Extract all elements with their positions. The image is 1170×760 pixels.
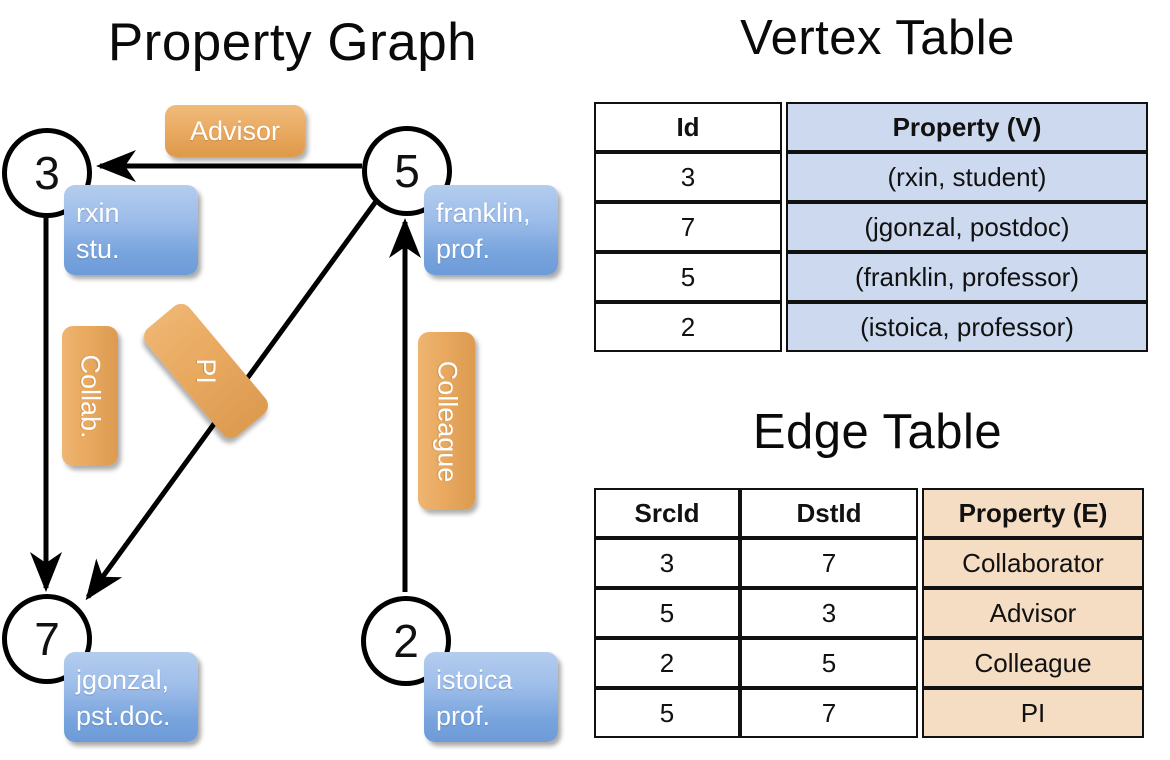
graph-node-2[interactable]: 2 (361, 596, 451, 686)
edge-row-2-dst: 5 (740, 638, 918, 688)
edge-label-advisor-text: Advisor (189, 115, 281, 146)
edge-row-3-src: 5 (594, 688, 740, 738)
edge-label-colleague-text: Colleague (432, 360, 462, 482)
edge-label-colleague: Colleague (418, 332, 475, 510)
vertex-row-2-property: (franklin, professor) (786, 252, 1148, 302)
vertex-row-3-id: 2 (594, 302, 782, 352)
table-row: 3 (rxin, student) (594, 152, 1148, 202)
edge-table-header-row: SrcId DstId Property (E) (594, 488, 1144, 538)
node-property-box-rxin: rxin stu. (64, 185, 198, 275)
edge-table: SrcId DstId Property (E) 3 7 Collaborato… (594, 488, 1144, 738)
edge-row-3-property: PI (922, 688, 1144, 738)
table-row: 7 (jgonzal, postdoc) (594, 202, 1148, 252)
edge-row-0-src: 3 (594, 538, 740, 588)
edge-table-header-property: Property (E) (922, 488, 1144, 538)
node-property-rxin-line2: stu. (76, 234, 120, 264)
table-row: 5 3 Advisor (594, 588, 1144, 638)
node-property-jgonzal-line1: jgonzal, (76, 665, 170, 695)
edge-label-collab: Collab. (62, 326, 118, 466)
edge-table-header-dstid: DstId (740, 488, 918, 538)
edge-row-1-dst: 3 (740, 588, 918, 638)
graph-node-5-label: 5 (394, 145, 420, 197)
graph-node-5[interactable]: 5 (362, 126, 452, 216)
node-property-jgonzal-line2: pst.doc. (76, 701, 171, 731)
table-row: 5 7 PI (594, 688, 1144, 738)
graph-node-2-label: 2 (393, 615, 419, 667)
vertex-row-1-id: 7 (594, 202, 782, 252)
vertex-table-header-row: Id Property (V) (594, 102, 1148, 152)
table-row: 3 7 Collaborator (594, 538, 1144, 588)
edge-table-header-srcid: SrcId (594, 488, 740, 538)
edge-label-advisor: Advisor (165, 105, 305, 157)
node-property-franklin-line1: franklin, (436, 198, 531, 228)
node-property-istoica-line1: istoica (436, 665, 513, 695)
edge-label-collab-text: Collab. (75, 353, 106, 439)
edge-row-2-property: Colleague (922, 638, 1144, 688)
node-property-rxin-line1: rxin (76, 198, 120, 228)
vertex-row-3-property: (istoica, professor) (786, 302, 1148, 352)
node-property-istoica-line2: prof. (436, 701, 491, 731)
edge-row-3-dst: 7 (740, 688, 918, 738)
graph-node-7-label: 7 (34, 613, 60, 665)
edge-label-pi-text: PI (191, 358, 222, 384)
graph-node-3-label: 3 (34, 147, 60, 199)
page-title-edge-table: Edge Table (752, 405, 1003, 459)
edge-row-0-dst: 7 (740, 538, 918, 588)
edge-row-1-property: Advisor (922, 588, 1144, 638)
vertex-table-header-property: Property (V) (786, 102, 1148, 152)
page-title-vertex-table: Vertex Table (740, 11, 1015, 65)
vertex-row-0-property: (rxin, student) (786, 152, 1148, 202)
node-property-box-jgonzal: jgonzal, pst.doc. (64, 652, 198, 742)
node-property-box-istoica: istoica prof. (424, 652, 558, 742)
edge-row-1-src: 5 (594, 588, 740, 638)
vertex-table: Id Property (V) 3 (rxin, student) 7 (jgo… (594, 102, 1148, 352)
node-property-franklin-line2: prof. (436, 234, 491, 264)
property-graph-diagram: 3 5 7 2 rxin stu. franklin, prof. jgonza… (2, 105, 558, 742)
page-title-property-graph: Property Graph (107, 13, 478, 72)
table-row: 5 (franklin, professor) (594, 252, 1148, 302)
vertex-row-2-id: 5 (594, 252, 782, 302)
edge-row-2-src: 2 (594, 638, 740, 688)
node-property-box-franklin: franklin, prof. (424, 185, 558, 275)
vertex-row-1-property: (jgonzal, postdoc) (786, 202, 1148, 252)
vertex-row-0-id: 3 (594, 152, 782, 202)
edge-row-0-property: Collaborator (922, 538, 1144, 588)
vertex-table-header-id: Id (594, 102, 782, 152)
table-row: 2 5 Colleague (594, 638, 1144, 688)
table-row: 2 (istoica, professor) (594, 302, 1148, 352)
